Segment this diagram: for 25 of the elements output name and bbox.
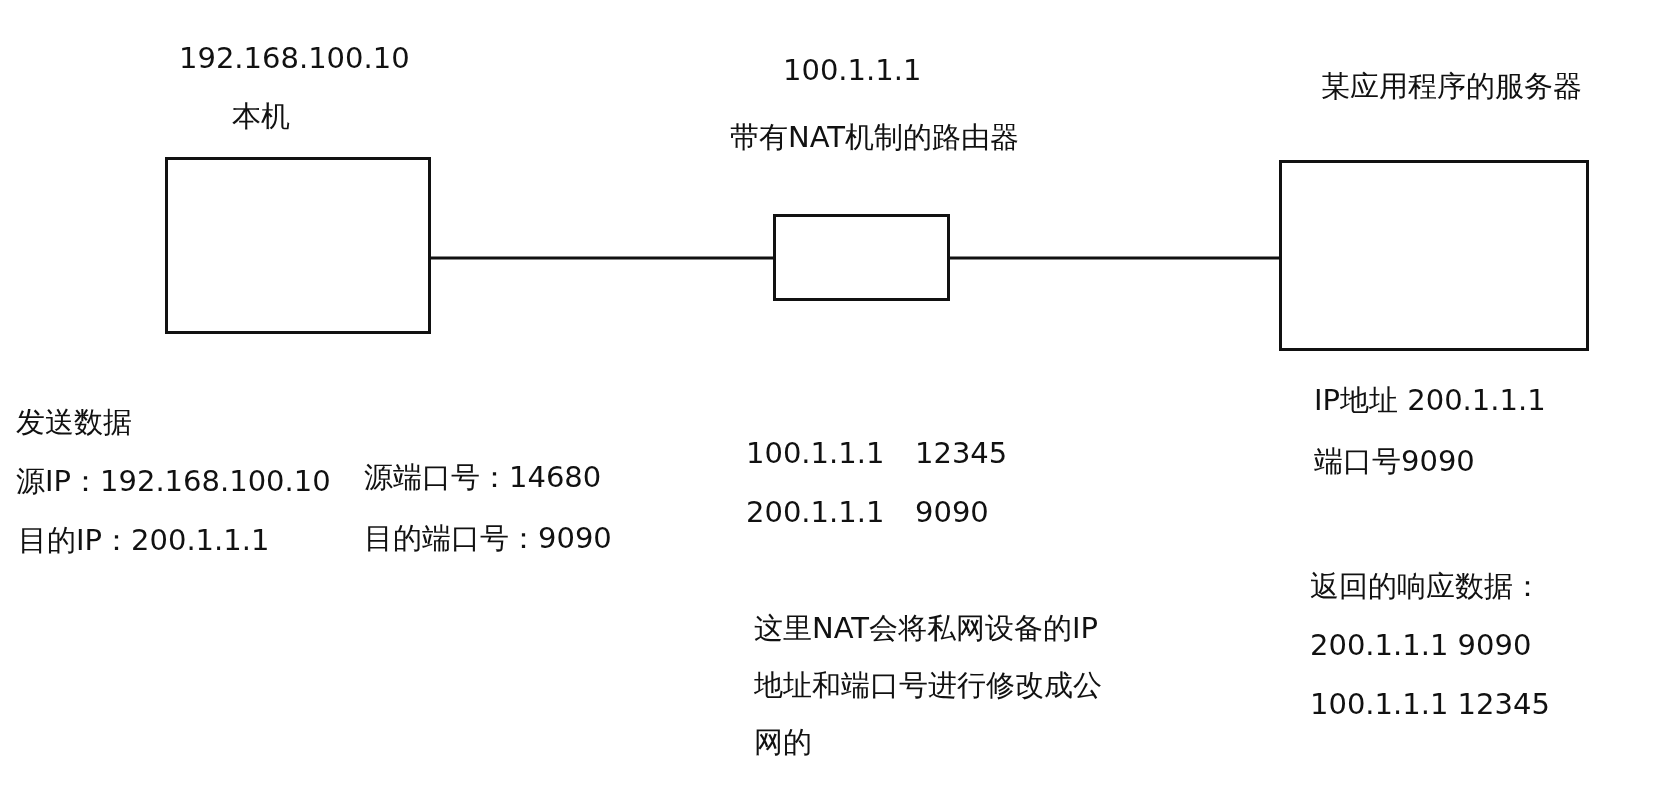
device-heading: 本机 xyxy=(232,98,290,134)
device-box xyxy=(773,214,950,301)
address-text: 发送数据 xyxy=(16,404,132,440)
address-text: 200.1.1.1 xyxy=(746,494,885,530)
address-text: 源端口号：14680 xyxy=(364,459,602,495)
address-text: 目的IP：200.1.1.1 xyxy=(18,522,270,558)
address-text: 端口号9090 xyxy=(1314,443,1475,479)
device-heading: 100.1.1.1 xyxy=(783,52,922,88)
address-text: 100.1.1.1 12345 xyxy=(1310,686,1550,722)
device-heading: 带有NAT机制的路由器 xyxy=(730,119,1019,155)
device-heading: 192.168.100.10 xyxy=(179,40,410,76)
address-text: 返回的响应数据： xyxy=(1310,568,1542,604)
address-text: 源IP：192.168.100.10 xyxy=(16,463,331,499)
connector-line xyxy=(950,256,1279,260)
device-heading: 某应用程序的服务器 xyxy=(1321,68,1582,104)
connector-line xyxy=(431,256,773,260)
address-text: 200.1.1.1 9090 xyxy=(1310,627,1532,663)
address-text: 目的端口号：9090 xyxy=(364,520,612,556)
device-box xyxy=(1279,160,1589,351)
note-text: 这里NAT会将私网设备的IP地址和端口号进行修改成公网的 xyxy=(754,610,1103,761)
device-box xyxy=(165,157,431,334)
address-text: 12345 xyxy=(915,435,1008,471)
address-text: 100.1.1.1 xyxy=(746,435,885,471)
address-text: IP地址 200.1.1.1 xyxy=(1314,382,1546,418)
address-text: 9090 xyxy=(915,494,989,530)
